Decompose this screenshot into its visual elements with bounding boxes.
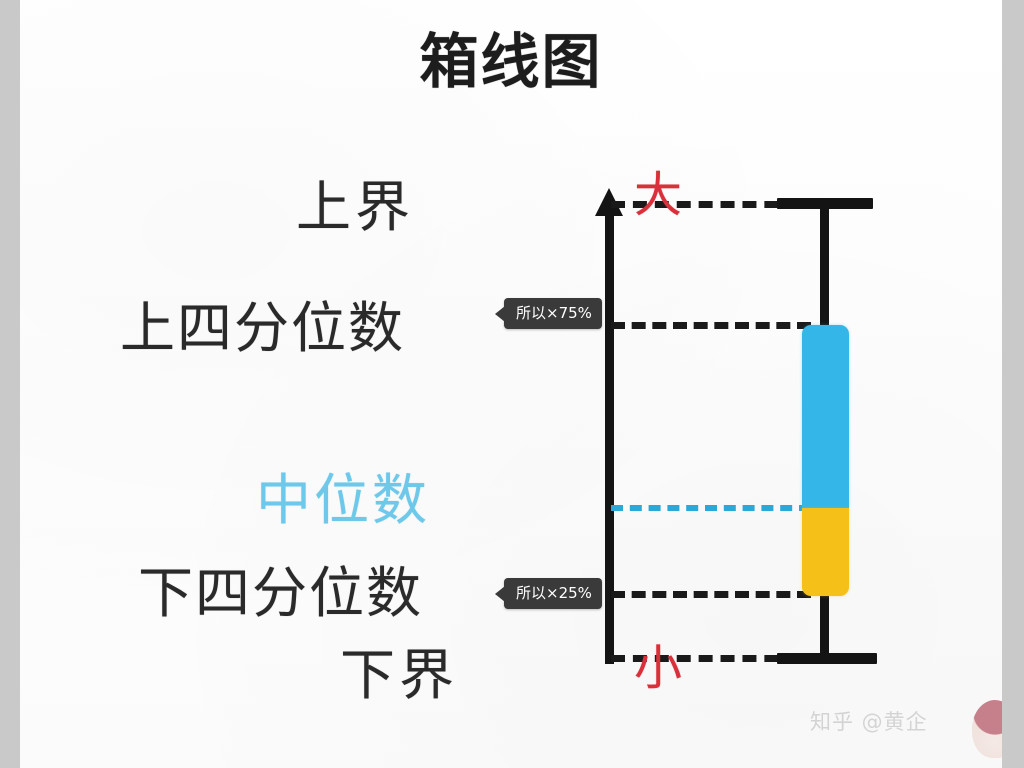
- box-lower-half: [802, 508, 849, 596]
- label-upper-bound: 上界: [296, 175, 415, 239]
- guide-line-upper-bound: [611, 201, 866, 208]
- letterbox-bar-right: [1002, 0, 1024, 768]
- callout-upper-quartile: 所以×75%: [495, 298, 602, 329]
- whisker-cap-bottom: [777, 653, 877, 664]
- axis-bottom-annotation: 小: [634, 640, 683, 696]
- label-upper-quartile: 上四分位数: [120, 296, 406, 360]
- avatar-icon: [972, 700, 1002, 758]
- watermark-text: 知乎 @黄企: [810, 710, 928, 734]
- value-axis: [605, 212, 614, 664]
- slide-canvas: 箱线图 大 小 上界 上四分位数 中位数: [20, 0, 1002, 768]
- label-lower-bound: 下界: [340, 643, 459, 707]
- whisker-lower: [820, 592, 829, 656]
- label-median: 中位数: [256, 468, 431, 532]
- guide-line-lower-quartile: [611, 591, 811, 598]
- guide-line-upper-quartile: [611, 322, 811, 329]
- whisker-cap-top: [777, 198, 873, 209]
- box-plot-chart: 大 小: [20, 0, 1002, 768]
- callout-lower-quartile: 所以×25%: [495, 578, 602, 609]
- guide-line-lower-bound: [611, 655, 866, 662]
- letterbox-bar-left: [0, 0, 20, 768]
- guide-line-median: [611, 505, 811, 511]
- whisker-upper: [820, 205, 829, 329]
- axis-top-annotation: 大: [634, 167, 683, 223]
- label-lower-quartile: 下四分位数: [138, 561, 424, 625]
- page-title: 箱线图: [419, 27, 603, 96]
- box-upper-half: [802, 325, 849, 508]
